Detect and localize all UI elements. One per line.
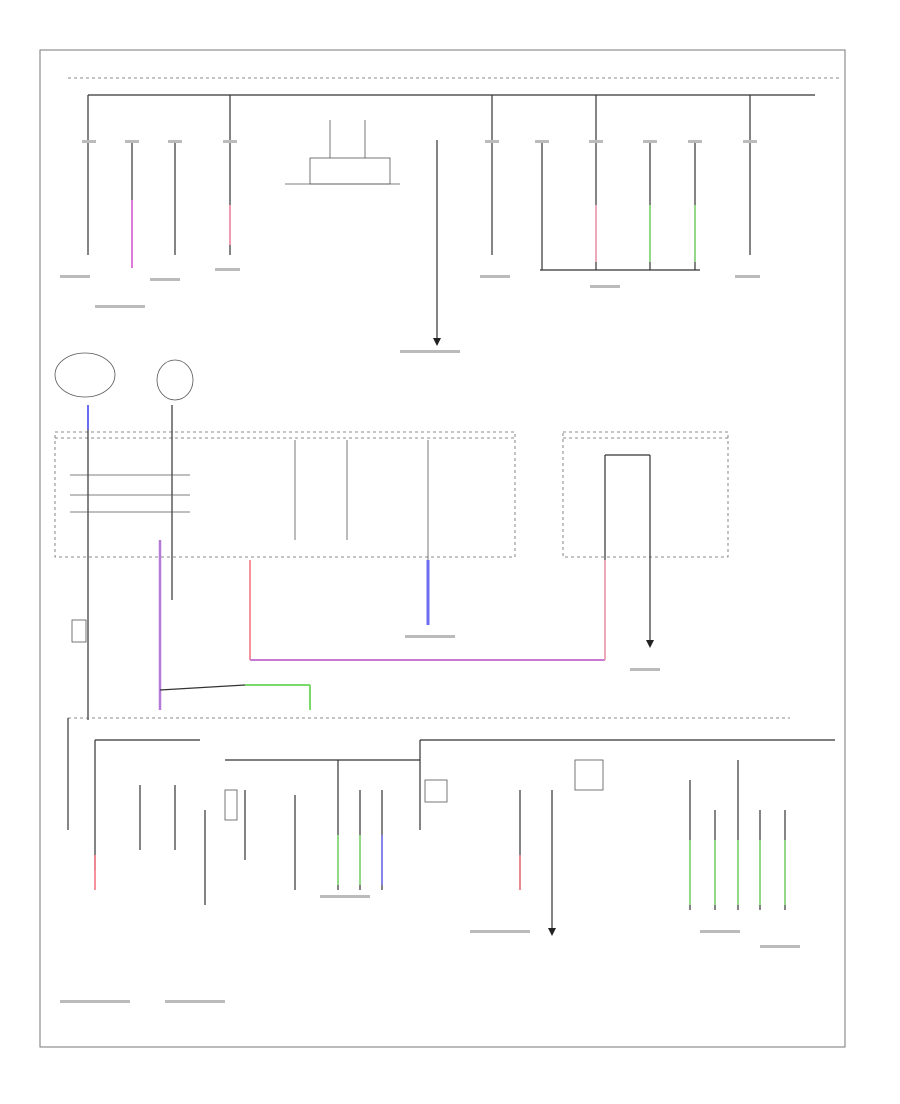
lower-power-bus — [67, 717, 835, 936]
diagram-frame — [39, 49, 846, 1048]
illegible-label-marks — [60, 140, 800, 1003]
left-fuse-box — [54, 352, 516, 720]
top-power-bus — [68, 77, 840, 96]
mid-colored-wires — [87, 405, 606, 710]
right-fuse-box — [562, 431, 729, 660]
mid-components — [71, 619, 246, 691]
top-colored-wires — [131, 200, 696, 268]
lower-colored-wires — [94, 835, 786, 905]
